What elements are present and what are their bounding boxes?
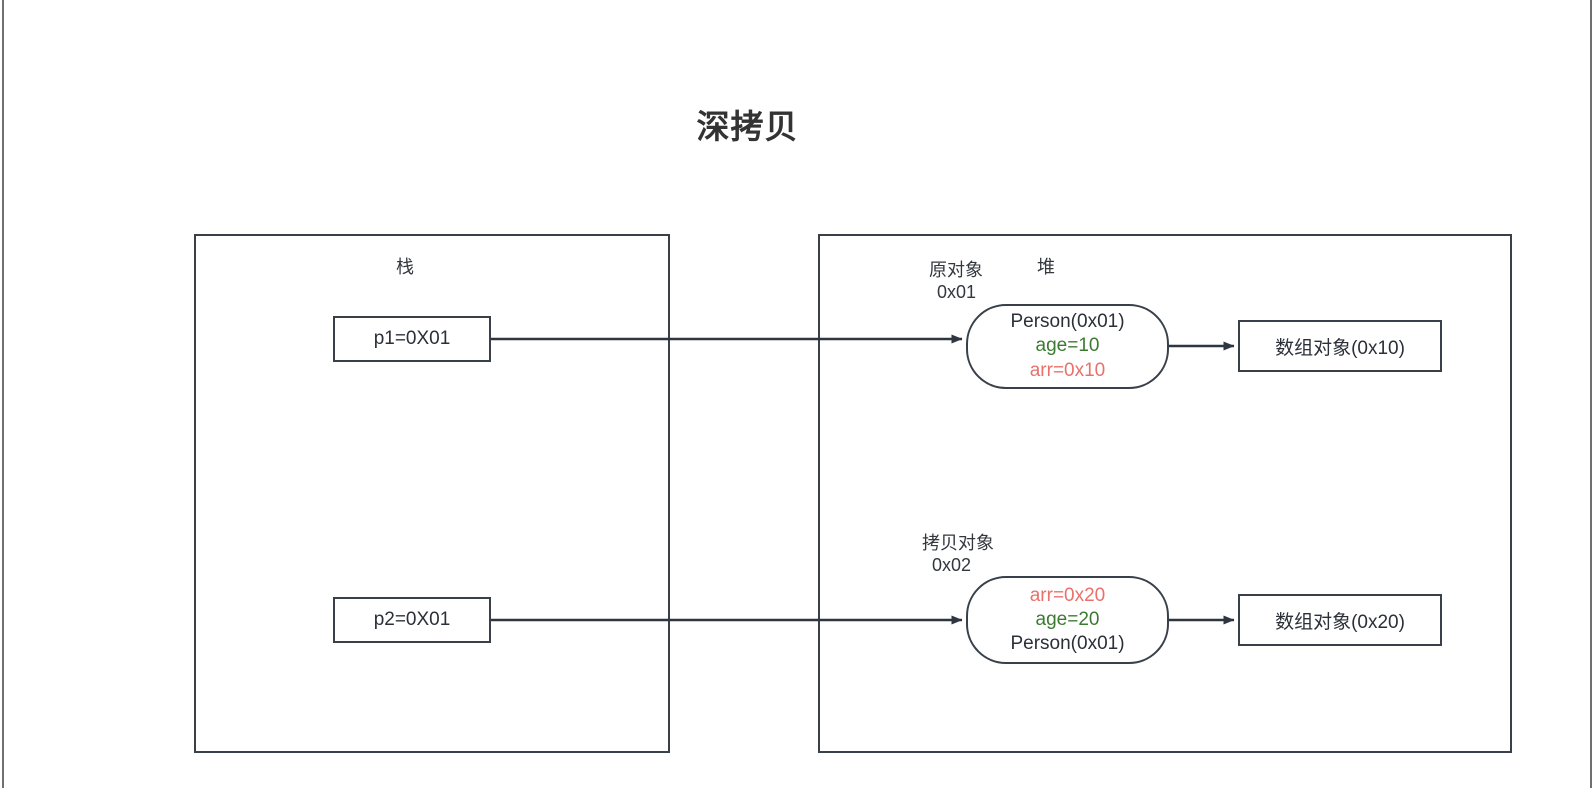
page-title: 深拷贝 bbox=[696, 108, 799, 145]
array-object-0x20-label: 数组对象(0x20) bbox=[1275, 611, 1405, 633]
heap-region-label: 堆 bbox=[1037, 257, 1055, 277]
stack-variable-p2-label: p2=0X01 bbox=[373, 609, 451, 630]
stack-variable-p2[interactable]: p2=0X01 bbox=[333, 597, 491, 643]
copy-object-line-1: arr=0x20 bbox=[1029, 584, 1106, 606]
original-object-line-2: age=10 bbox=[1035, 335, 1100, 357]
copy-object-line-2: age=20 bbox=[1035, 608, 1100, 630]
page-left-rule bbox=[2, 0, 4, 788]
array-object-0x10-label: 数组对象(0x10) bbox=[1275, 337, 1405, 359]
copy-object-line-3: Person(0x01) bbox=[1010, 633, 1125, 655]
array-object-0x10[interactable]: 数组对象(0x10) bbox=[1238, 320, 1442, 372]
copy-object-annotation-address: 0x02 bbox=[932, 555, 972, 575]
heap-object-copy[interactable]: arr=0x20 age=20 Person(0x01) bbox=[966, 576, 1169, 664]
stack-variable-p1[interactable]: p1=0X01 bbox=[333, 316, 491, 362]
copy-object-annotation-name: 拷贝对象 bbox=[922, 533, 994, 553]
stack-variable-p1-label: p1=0X01 bbox=[373, 328, 451, 349]
original-object-annotation-address: 0x01 bbox=[937, 282, 977, 302]
page-right-rule bbox=[1590, 0, 1592, 788]
original-object-annotation-name: 原对象 bbox=[929, 260, 983, 280]
stack-region-label: 栈 bbox=[396, 257, 414, 277]
stack-region bbox=[194, 234, 670, 753]
original-object-line-3: arr=0x10 bbox=[1029, 359, 1106, 381]
heap-object-original[interactable]: Person(0x01) age=10 arr=0x10 bbox=[966, 304, 1169, 389]
original-object-line-1: Person(0x01) bbox=[1010, 311, 1125, 333]
heap-region bbox=[818, 234, 1512, 753]
array-object-0x20[interactable]: 数组对象(0x20) bbox=[1238, 594, 1442, 646]
